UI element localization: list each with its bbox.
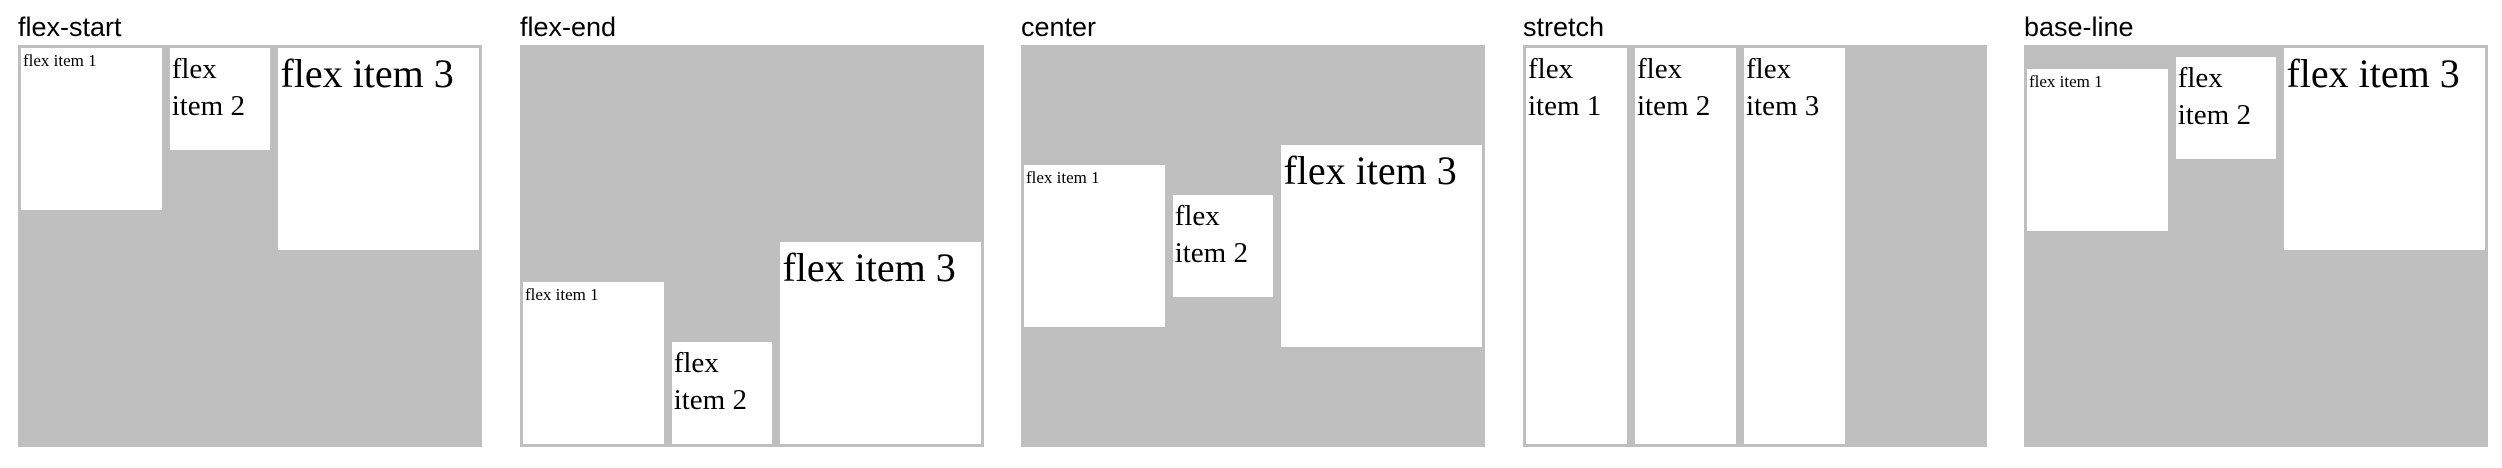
panel-baseline: base-line flex item 1 flex item 2 flex i… — [2024, 0, 2488, 468]
panel-flex-start: flex-start flex item 1 flex item 2 flex … — [18, 0, 482, 468]
flex-item-3: flex item 3 — [1281, 145, 1483, 347]
flex-item-2: flex item 2 — [169, 48, 271, 150]
panel-title: flex-start — [18, 12, 122, 42]
flex-item-2: flex item 2 — [671, 342, 773, 444]
flex-container: flex item 1 flex item 2 flex item 3 — [18, 45, 482, 447]
flex-item-1: flex item 1 — [2027, 69, 2168, 231]
panel-flex-end: flex-end flex item 1 flex item 2 flex it… — [520, 0, 984, 468]
flex-item-1: flex item 1 — [523, 282, 664, 444]
flex-item-2: flex item 2 — [1635, 48, 1736, 444]
panel-center: center flex item 1 flex item 2 flex item… — [1021, 0, 1485, 468]
flex-container: flex item 1 flex item 2 flex item 3 — [520, 45, 984, 447]
flex-item-3: flex item 3 — [278, 48, 480, 250]
panel-title: flex-end — [520, 12, 617, 42]
flex-item-3: flex item 3 — [780, 242, 982, 444]
flex-container: flex item 1 flex item 2 flex item 3 — [1523, 45, 1987, 447]
flex-container: flex item 1 flex item 2 flex item 3 — [2024, 45, 2488, 447]
flex-item-3: flex item 3 — [2284, 48, 2486, 250]
panel-title: stretch — [1523, 12, 1605, 42]
panel-title: base-line — [2024, 12, 2134, 42]
flex-item-3: flex item 3 — [1744, 48, 1845, 444]
flex-item-2: flex item 2 — [1172, 195, 1274, 297]
flex-item-1: flex item 1 — [1024, 165, 1165, 327]
flex-item-1: flex item 1 — [1526, 48, 1627, 444]
flex-container: flex item 1 flex item 2 flex item 3 — [1021, 45, 1485, 447]
panel-stretch: stretch flex item 1 flex item 2 flex ite… — [1523, 0, 1987, 468]
panel-title: center — [1021, 12, 1097, 42]
flex-item-2: flex item 2 — [2175, 57, 2277, 159]
flex-item-1: flex item 1 — [21, 48, 162, 210]
